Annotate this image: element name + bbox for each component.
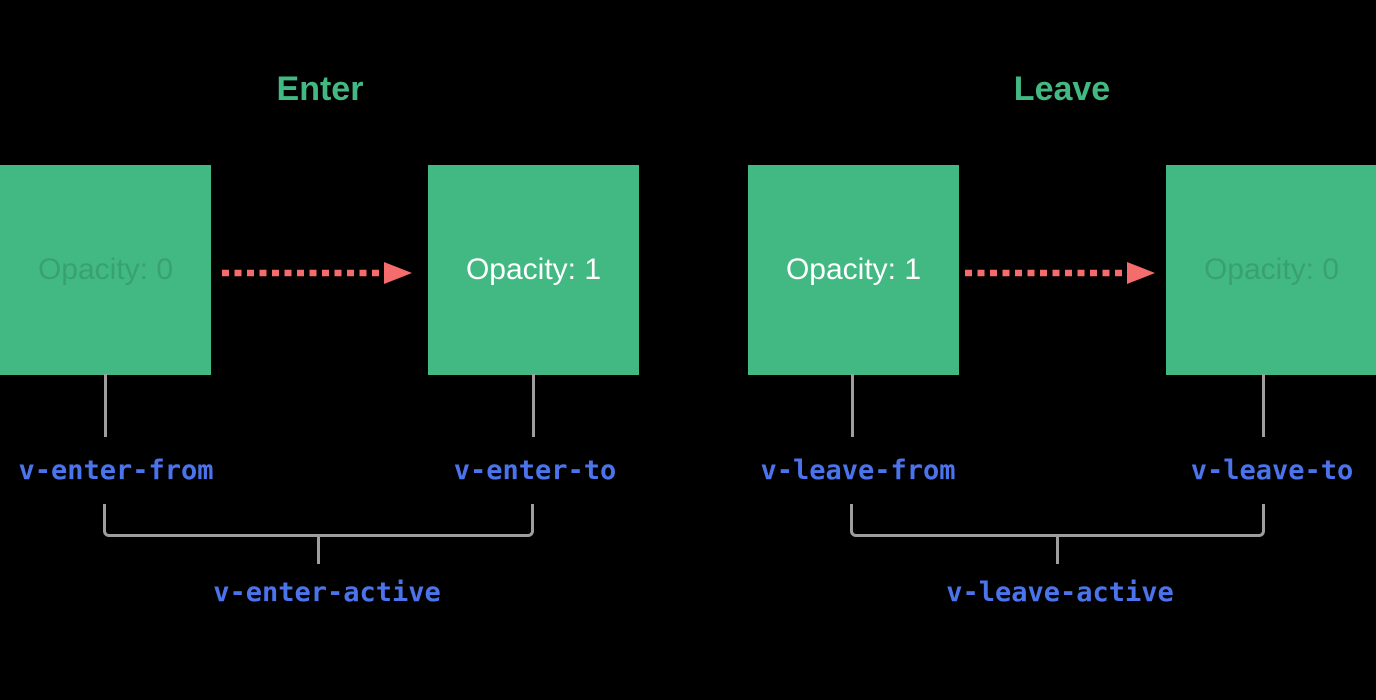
leave-end-box-label: Opacity: 0 — [1203, 253, 1340, 286]
leave-end-box: Opacity: 0 — [1166, 165, 1376, 375]
enter-end-box-label: Opacity: 1 — [465, 253, 602, 286]
enter-heading: Enter — [276, 70, 364, 108]
enter-active-class-label: v-enter-active — [213, 577, 441, 608]
leave-from-class-label: v-leave-from — [760, 455, 956, 486]
enter-end-box: Opacity: 1 — [428, 165, 639, 375]
leave-to-connector-line — [1262, 374, 1265, 437]
leave-active-bracket-stub — [1056, 537, 1059, 564]
enter-from-connector-line — [104, 374, 107, 437]
leave-start-box: Opacity: 1 — [748, 165, 959, 375]
enter-start-box-label: Opacity: 0 — [37, 253, 174, 286]
leave-to-class-label: v-leave-to — [1190, 455, 1354, 486]
enter-to-connector-line — [532, 374, 535, 437]
enter-start-box: Opacity: 0 — [0, 165, 211, 375]
enter-active-bracket-stub — [317, 537, 320, 564]
leave-active-bracket — [850, 504, 1265, 537]
leave-start-box-label: Opacity: 1 — [785, 253, 922, 286]
leave-dashed-arrow-icon — [965, 262, 1155, 284]
leave-heading: Leave — [1013, 70, 1111, 108]
enter-active-bracket — [103, 504, 534, 537]
enter-to-class-label: v-enter-to — [453, 455, 617, 486]
leave-from-connector-line — [851, 374, 854, 437]
enter-dashed-arrow-icon — [222, 262, 412, 284]
enter-from-class-label: v-enter-from — [18, 455, 214, 486]
leave-active-class-label: v-leave-active — [946, 577, 1174, 608]
